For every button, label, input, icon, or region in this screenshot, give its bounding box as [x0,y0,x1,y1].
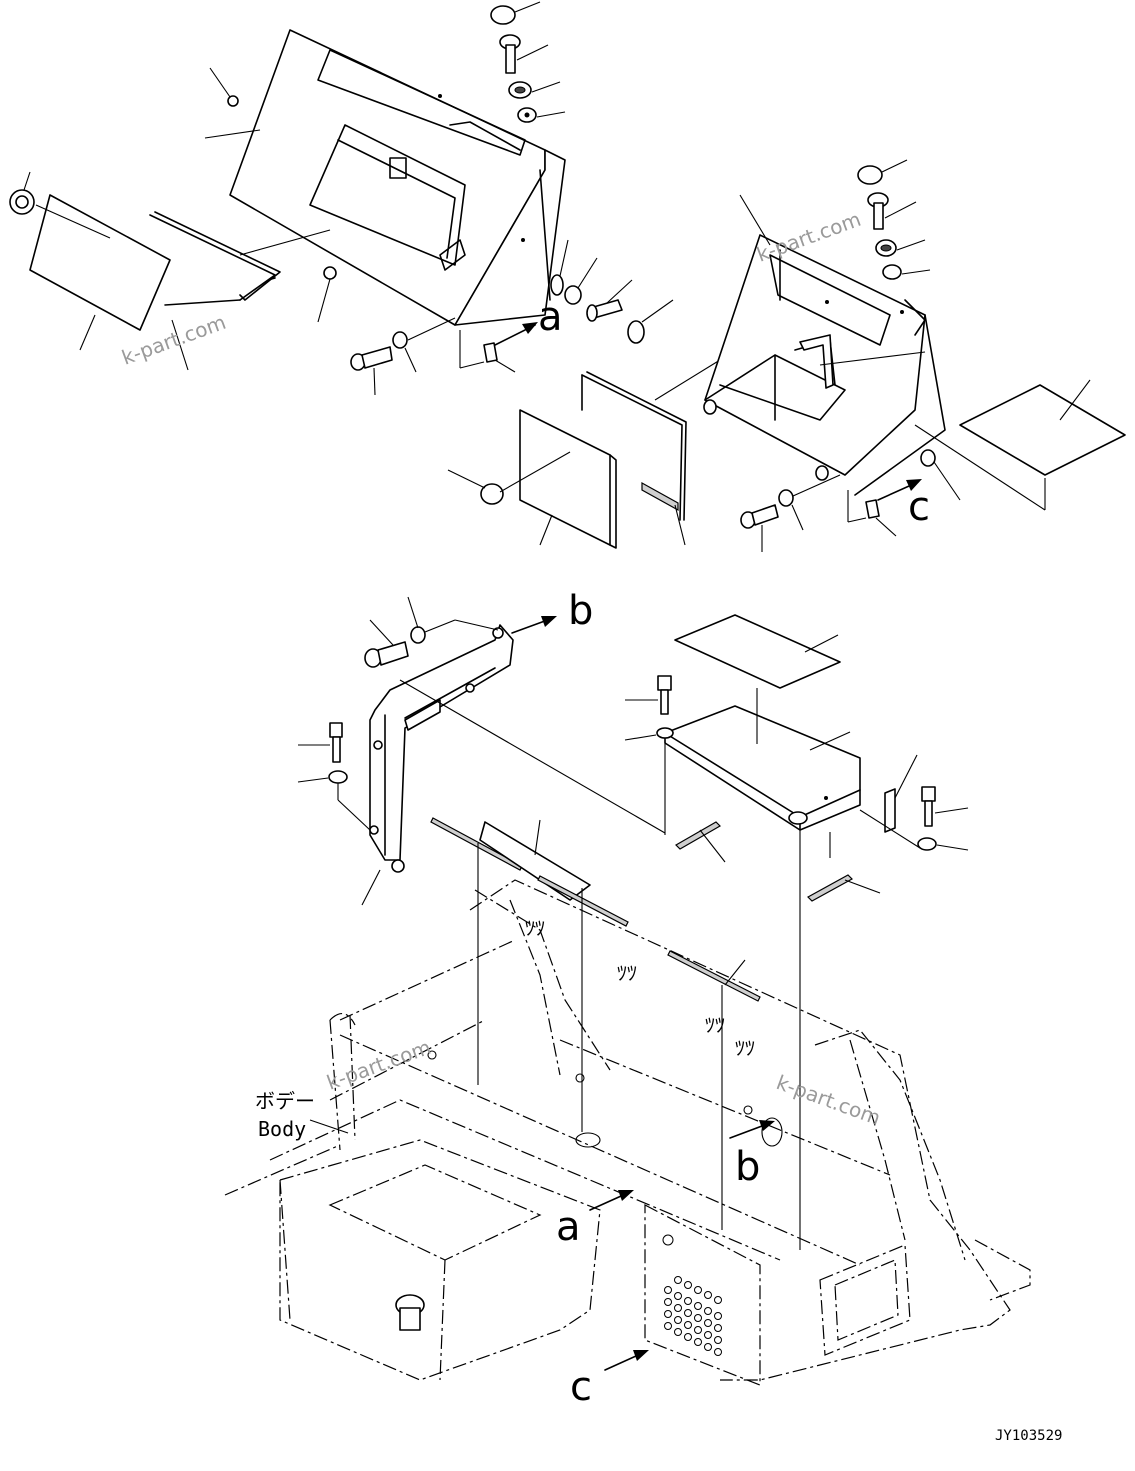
callout-c-body: c [570,1350,649,1410]
grommet-icon [323,266,337,280]
right-lid-plate [519,409,611,546]
knob-icon [9,189,35,215]
left-cover-fasteners [350,1,674,396]
seal-strip-2 [537,875,629,927]
svg-text:ﾂﾂ: ﾂﾂ [735,1036,755,1060]
washer-icon [392,331,408,349]
right-cover-assembly [447,194,1126,549]
svg-text:ﾂﾂ: ﾂﾂ [525,916,545,940]
access-panel [644,1204,761,1386]
seal-strips [430,817,761,1002]
clip-nut-icon [483,342,498,363]
tray-plate [664,705,861,831]
callout-c-top: c [877,479,930,530]
seal-strip-1 [430,817,523,871]
clip-nut-icon [865,499,880,519]
left-cover-assembly [204,29,566,326]
right-side-plate [959,384,1126,476]
callout-b-body: b [729,1120,775,1190]
callout-a-top: a [494,294,563,346]
body-label: ボデー Body [255,1089,349,1141]
bolt-icon [657,675,672,691]
nut-icon [564,285,582,305]
left-cover-window [309,124,466,266]
tray-mat [674,614,841,689]
cap-nut-icon [490,5,516,25]
rubber-strip [807,874,853,902]
callout-label: c [908,484,930,530]
watermark-text: k-part.com [324,1035,435,1095]
right-cover-box [704,234,926,476]
washer-icon [410,626,426,644]
right-cover-fasteners [740,159,931,552]
callout-label: b [568,588,593,634]
cap-nut-icon [857,165,883,185]
knob-icon [480,483,504,505]
bolt-icon [921,786,936,802]
washer-icon [656,727,674,739]
callout-a-body: a [556,1190,634,1250]
grommet-icon [920,449,936,467]
bolt-icon [329,722,343,738]
body-label-japanese: ボデー [255,1089,315,1113]
drawing-number: JY103529 [995,1428,1062,1444]
left-lid-plate [29,194,171,331]
washer-icon [778,489,794,507]
body-label-english: Body [258,1117,306,1141]
callout-label: c [570,1364,592,1410]
svg-text:ﾂﾂ: ﾂﾂ [705,1013,725,1037]
washer-icon [917,837,937,851]
seal-cover [479,821,591,901]
washer-icon [882,264,902,280]
callout-b-mid: b [511,588,593,634]
seal-strip-3 [667,950,761,1002]
perforated-grille [662,1234,722,1356]
tray-assembly [624,614,969,902]
washer-icon [328,770,348,784]
left-lid-assembly [9,171,331,371]
callout-label: b [735,1144,760,1190]
callout-label: a [538,294,563,340]
grommet-icon [627,320,645,344]
rubber-strip [675,821,721,850]
watermark-text: k-part.com [754,207,865,267]
machine-body: ﾂﾂ ﾂﾂ ﾂﾂ ﾂﾂ [224,879,1031,1386]
bracket-assembly [297,596,514,906]
grommet-icon [227,95,239,107]
callout-label: a [556,1204,581,1250]
svg-text:ﾂﾂ: ﾂﾂ [617,961,637,985]
washer-icon [550,274,564,296]
storage-box [279,1139,601,1381]
body-frame-outline [469,879,1011,1381]
seal-strip [884,788,896,833]
projection-lines [399,679,831,1250]
